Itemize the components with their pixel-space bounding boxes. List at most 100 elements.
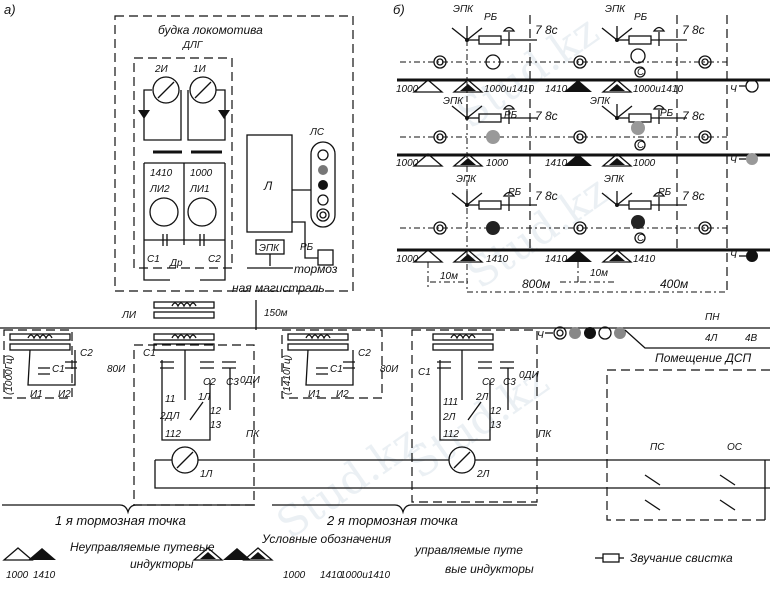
p2c-111-label: 111 [443,397,458,408]
locomotive-inductor-icon [153,301,215,319]
whistle-icon [595,553,624,563]
lamp-1l-label: 1Л [200,469,213,480]
svg-text:Stud.kz: Stud.kz [268,416,428,548]
lamp-1l-icon [171,446,199,474]
legend-controlled-label-2: вые индукторы [445,562,534,576]
p2c-c2-label: С2 [482,377,495,388]
freq-label: 1000 [396,84,419,95]
brake-line-label-2: ная магистраль [232,281,325,295]
p2c-c3-label: С3 [503,377,516,388]
p2c-12-label: 12 [490,406,502,417]
dlg-boundary [133,57,233,269]
track-a: (1000Гц) С1 С2 И1 И2 80И С1 С2 С3 0ДИ 11… [0,312,770,528]
dimension-lines [427,262,727,293]
panel-a-locomotive: а) будка локомотива ДЛГ 2И 1И 1410 1000 … [4,2,354,330]
li1-label: ЛИ1 [189,184,210,195]
dsp-room-boundary [606,369,770,521]
p1-c1-label: С1 [52,364,65,375]
l4-label: 4Л [705,333,718,344]
epk-label: ЭПК [456,174,477,185]
p1c-112-label: 112 [165,429,181,440]
dlg-label: ДЛГ [182,40,204,51]
rb-label: РБ [484,12,498,23]
c2-label: С2 [208,254,221,265]
freq-label: 1000 [396,158,419,169]
epk-label: ЭПК [259,243,280,254]
signal-label: 7 8с [682,23,705,37]
epk-icon [601,103,688,125]
freq-label: 1000 [486,158,509,169]
freq-label: 1000 [396,254,419,265]
signal-label: 7 8с [682,189,705,203]
p1c-12-label: 12 [210,406,222,417]
signal-label: 7 8с [535,189,558,203]
panel-b-label: б) [393,2,405,17]
v4-label: 4В [745,333,758,344]
p1-freq-label: (1000Гц) [4,355,15,395]
legend-uncontrolled-1000-icon [3,547,33,561]
capacitors-icon [144,234,225,246]
p1c-13-label: 13 [210,420,222,431]
signal-ch-label: Ч [537,330,544,341]
legend-title: Условные обозначения [261,532,392,546]
choke-label: Др [169,258,183,269]
c-label: С [637,67,645,78]
p2c-2l-label: 2Л [475,392,489,403]
p1-i2-label: И2 [58,389,71,400]
legend-1410-label: 1410 [33,570,56,581]
freq-label: 1410 [486,254,509,265]
p2-i2-label: И2 [336,389,349,400]
track-inductor-controlled-icon [432,333,494,351]
p2c-c1-label: С1 [418,367,431,378]
receiver-coil-li1-icon [187,197,217,227]
rb-label: РБ [300,242,314,253]
signal-label: 7 8с [682,109,705,123]
li-label: ЛИ [121,310,137,321]
legend-1000-label: 1000 [6,570,29,581]
dim-10m-label: 10м [440,271,458,282]
epk-label: ЭПК [604,174,625,185]
rb-label: РБ [660,108,674,119]
p1c-pk-label: ПК [246,429,260,440]
signal-ch-label: Ч [730,155,737,166]
legend-whistle-label: Звучание свистка [630,551,733,565]
c-label: С [637,140,645,151]
signal-ch-label: Ч [730,84,737,95]
legend-uncontrolled-1410-icon [28,548,56,560]
p1c-c2-label: С2 [203,377,216,388]
p2-c1-label: С1 [330,364,343,375]
p1-c2-label: С2 [80,348,93,359]
epk-icon [601,25,688,47]
p2c-112-label: 112 [443,429,459,440]
freq-label: 1000 [633,158,656,169]
legend: 1000 1410 Неуправляемые путевые индуктор… [3,532,733,581]
dim-400m-label: 400м [660,277,688,291]
p2c-pk-label: ПК [538,429,552,440]
p1c-c1-label: С1 [143,348,156,359]
indicator-2i-icon [152,76,180,104]
freq-label: 1000и1410 [484,84,534,95]
epk-label: ЭПК [453,4,474,15]
epk-label: ЭПК [443,96,464,107]
epk-icon [601,190,688,212]
freq-1000-label: 1000 [190,168,213,179]
p2c-odi-label: 0ДИ [519,370,540,381]
li2-label: ЛИ2 [149,184,170,195]
rb-label: РБ [634,12,648,23]
legend-c1000-label: 1000 [283,570,306,581]
c-label: С [637,233,645,244]
meter-2i-label: 2И [154,64,169,75]
brake-line-label: тормоз [294,262,338,276]
epk-label: ЭПК [590,96,611,107]
lamp-2l-label: 2Л [476,469,490,480]
rb-label: РБ [504,110,518,121]
freq-label: 1410 [633,254,656,265]
epk-icon [451,190,538,212]
dsp-switches-icon [644,460,766,520]
locomotive-signal [310,141,336,228]
indicator-1i-icon [189,76,217,104]
brace-point-1 [2,504,255,515]
freq-label: 1000и1410 [633,84,683,95]
signal-label: 7 8с [535,23,558,37]
decoder-label: Л [263,179,273,193]
